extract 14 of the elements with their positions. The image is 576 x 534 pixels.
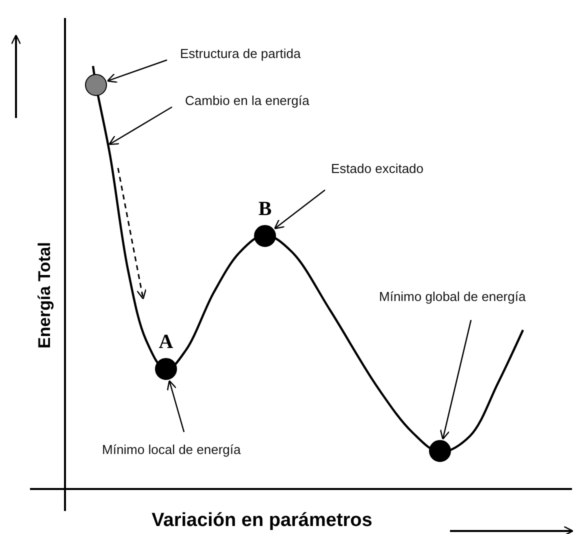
annotation-text: Estructura de partida	[180, 46, 301, 61]
arrow	[106, 59, 168, 83]
point-letter: B	[257, 199, 273, 219]
axis-title: Energía Total	[35, 242, 55, 348]
arrow	[108, 106, 172, 146]
annotation-text: Mínimo global de energía	[379, 289, 526, 304]
point-letter: A	[158, 332, 174, 352]
annotation-text: Mínimo local de energía	[102, 442, 241, 457]
annotation-text: Estado excitado	[331, 161, 424, 176]
arrow	[166, 380, 185, 432]
axis-title: Variación en parámetros	[152, 510, 372, 532]
annotation-text: Cambio en la energía	[185, 93, 310, 108]
arrow	[274, 189, 326, 230]
arrow	[440, 320, 472, 440]
